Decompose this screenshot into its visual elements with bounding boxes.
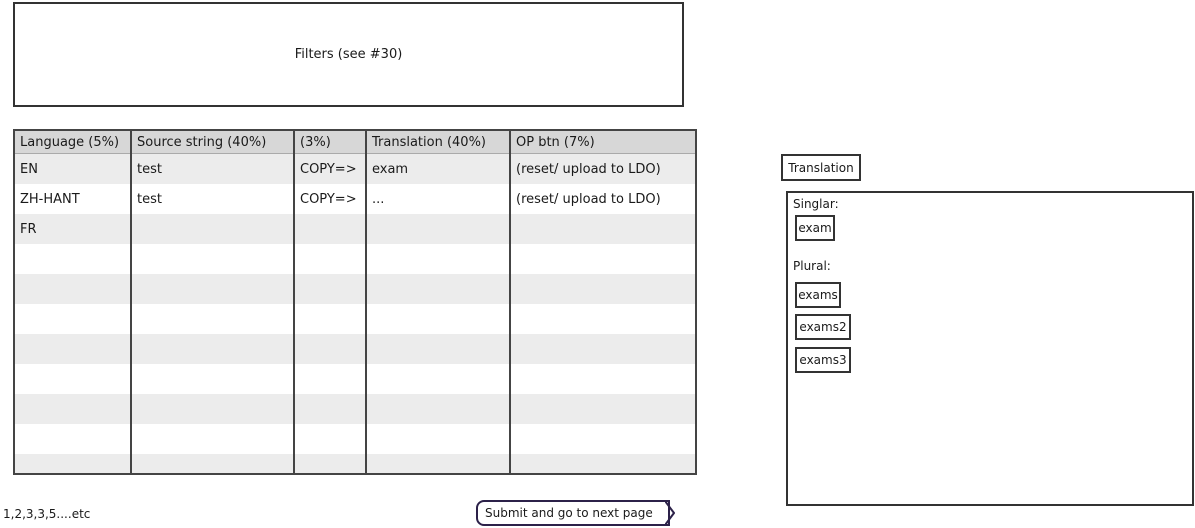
col-header-op-btn[interactable]: OP btn (7%) xyxy=(510,131,695,154)
singular-label: Singlar: xyxy=(793,197,839,211)
cell-translation[interactable]: exam xyxy=(366,153,511,184)
singular-input[interactable]: exam xyxy=(795,215,835,241)
table-row-empty xyxy=(15,394,695,424)
submit-next-page-button[interactable]: Submit and go to next page xyxy=(476,500,670,526)
copy-link[interactable]: COPY=> xyxy=(294,184,367,214)
cell-op-btn[interactable]: (reset/ upload to LDO) xyxy=(510,184,695,214)
copy-link[interactable]: COPY=> xyxy=(294,153,367,184)
table-row-empty xyxy=(15,304,695,334)
plural-input-3[interactable]: exams3 xyxy=(795,347,851,373)
table-row-empty xyxy=(15,334,695,364)
table-row-empty xyxy=(15,244,695,274)
cell-translation[interactable]: ... xyxy=(366,184,511,214)
cell-source-string: test xyxy=(131,184,295,214)
col-header-source-string[interactable]: Source string (40%) xyxy=(131,131,295,154)
col-header-copy[interactable]: (3%) xyxy=(294,131,367,154)
cell-op-btn[interactable] xyxy=(510,214,695,244)
translation-panel: Singlar: exam Plural: exams exams2 exams… xyxy=(786,191,1194,506)
tab-translation-label: Translation xyxy=(788,160,854,175)
copy-link[interactable] xyxy=(294,214,367,244)
table-row[interactable]: EN test COPY=> exam (reset/ upload to LD… xyxy=(15,153,695,184)
arrow-tip-icon xyxy=(665,500,675,526)
plural-input-2[interactable]: exams2 xyxy=(795,314,851,340)
table-row-empty xyxy=(15,454,695,473)
grid-header-row: Language (5%) Source string (40%) (3%) T… xyxy=(15,131,695,154)
col-header-language[interactable]: Language (5%) xyxy=(15,131,132,154)
table-row-empty xyxy=(15,274,695,304)
cell-op-btn[interactable]: (reset/ upload to LDO) xyxy=(510,153,695,184)
cell-translation[interactable] xyxy=(366,214,511,244)
filters-panel: Filters (see #30) xyxy=(13,2,684,107)
table-row[interactable]: ZH-HANT test COPY=> ... (reset/ upload t… xyxy=(15,184,695,214)
submit-button-label: Submit and go to next page xyxy=(485,506,653,520)
filters-label: Filters (see #30) xyxy=(294,47,403,62)
cell-language: FR xyxy=(15,214,132,244)
cell-source-string: test xyxy=(131,153,295,184)
cell-language: EN xyxy=(15,153,132,184)
plural-label: Plural: xyxy=(793,259,831,273)
plural-input-1[interactable]: exams xyxy=(795,282,841,308)
pagination[interactable]: 1,2,3,3,5....etc xyxy=(3,507,91,521)
table-row[interactable]: FR xyxy=(15,214,695,244)
cell-source-string xyxy=(131,214,295,244)
table-row-empty xyxy=(15,364,695,394)
cell-language: ZH-HANT xyxy=(15,184,132,214)
col-header-translation[interactable]: Translation (40%) xyxy=(366,131,511,154)
translation-grid: Language (5%) Source string (40%) (3%) T… xyxy=(13,129,697,475)
table-row-empty xyxy=(15,424,695,454)
tab-translation[interactable]: Translation xyxy=(781,154,861,181)
